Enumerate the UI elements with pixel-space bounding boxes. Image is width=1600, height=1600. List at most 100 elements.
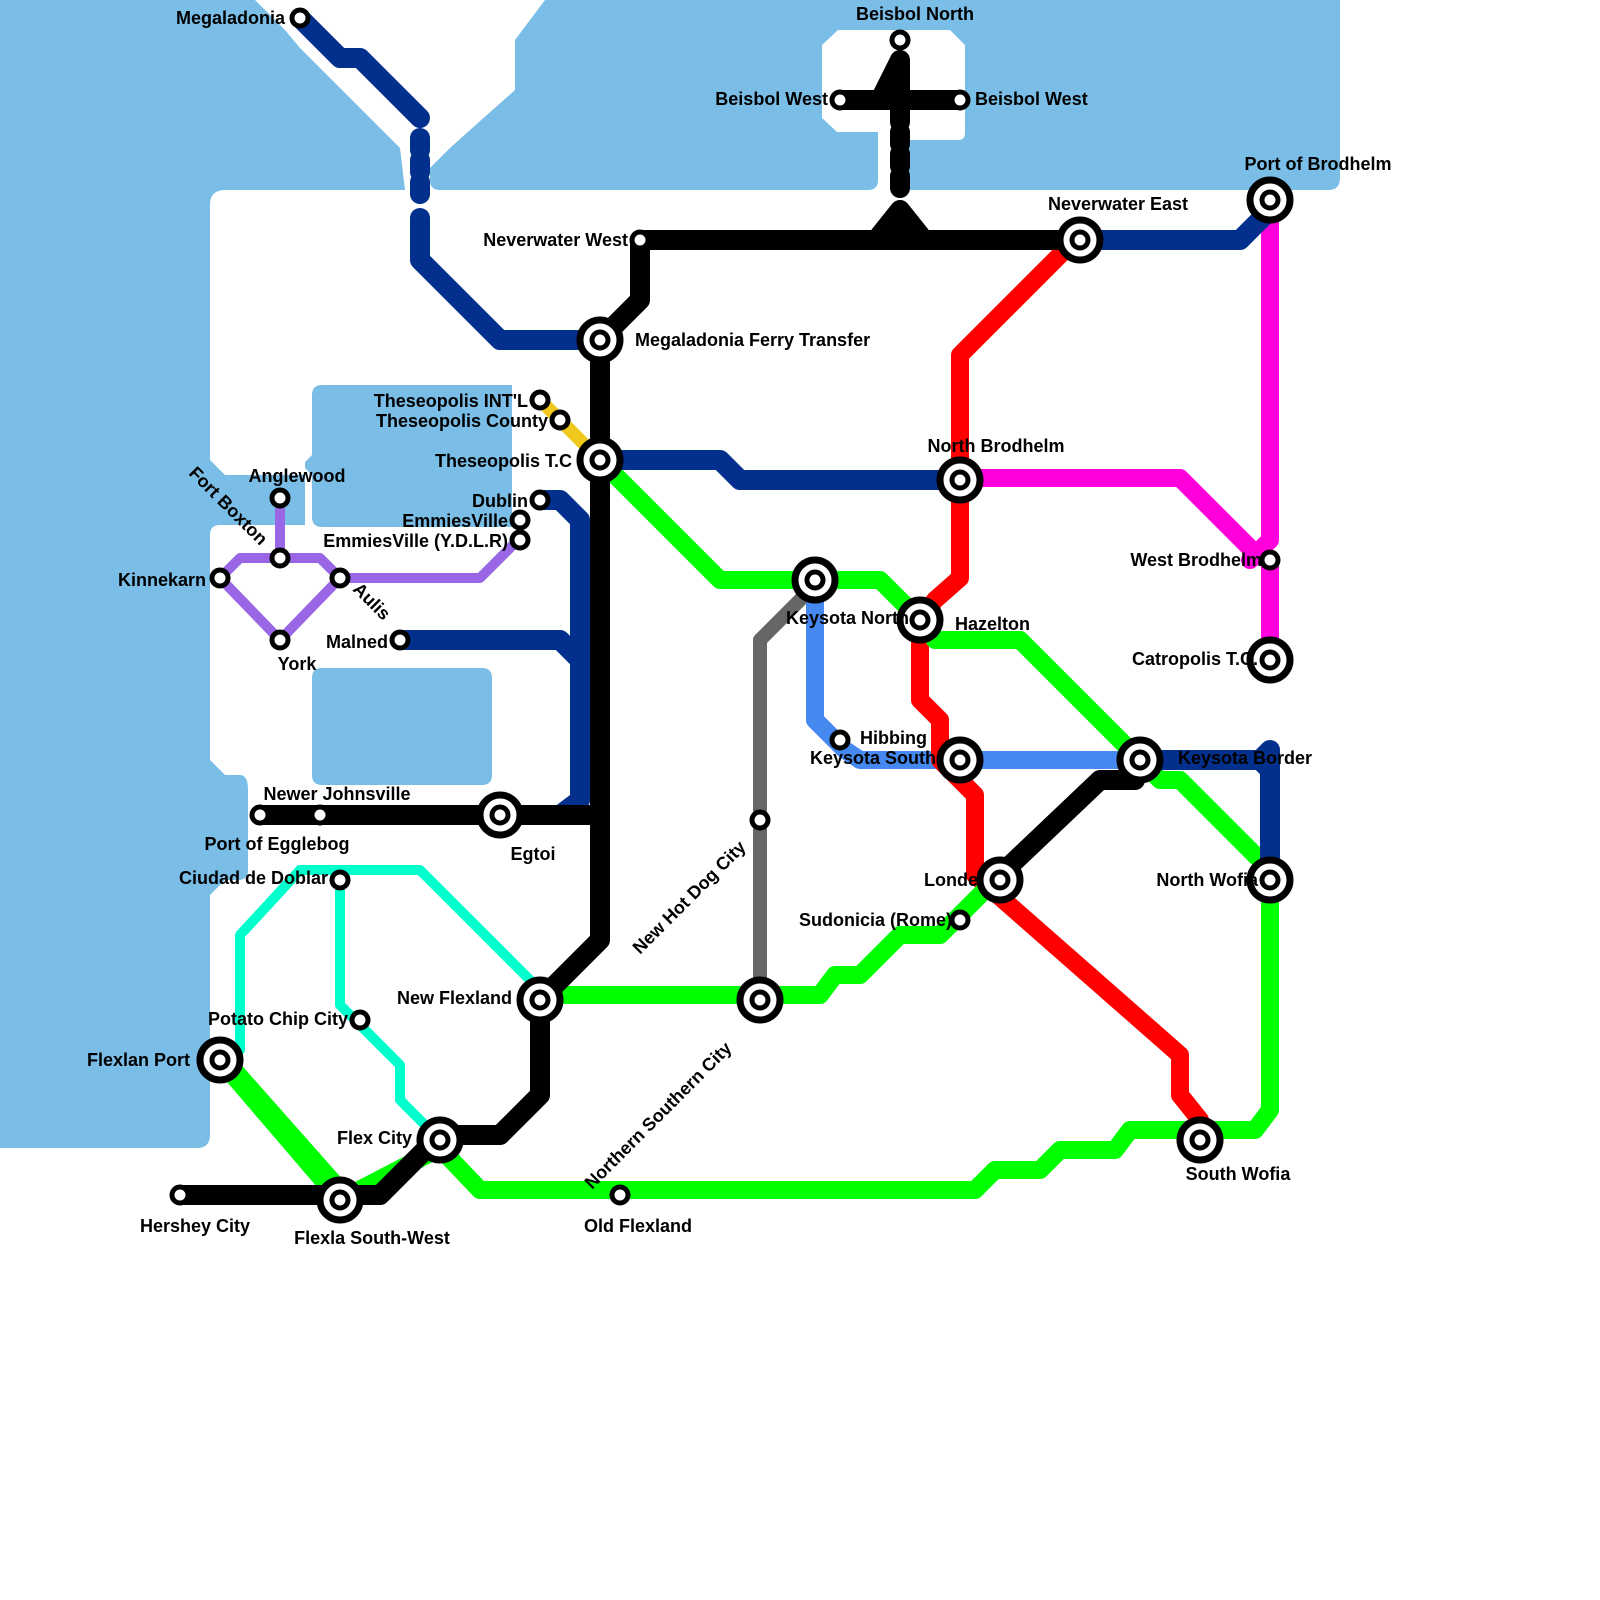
label-emmiesville[interactable]: EmmiesVille — [402, 511, 508, 531]
label-hibbing[interactable]: Hibbing — [860, 728, 927, 748]
station-marker[interactable]: Theseopolis County — [549, 409, 571, 431]
station-marker[interactable]: Hershey City — [169, 1184, 191, 1206]
label-sudonicia[interactable]: Sudonicia (Rome) — [799, 910, 952, 930]
station-marker[interactable]: Hibbing — [829, 729, 851, 751]
station-marker[interactable]: Ciudad de Doblar — [329, 869, 351, 891]
label-port-of-brodhelm[interactable]: Port of Brodhelm — [1245, 154, 1392, 174]
station-marker[interactable]: West Brodhelm — [1259, 549, 1281, 571]
interchange-station-marker[interactable]: South Wofia — [1176, 1116, 1224, 1164]
interchange-station-marker[interactable]: Neverwater East — [1056, 216, 1104, 264]
station-marker[interactable]: Beisbol West — [829, 89, 851, 111]
station-marker[interactable]: Fort Boxton — [269, 547, 291, 569]
station-marker[interactable]: Beisbol West — [949, 89, 971, 111]
label-ciudad-de-doblar[interactable]: Ciudad de Doblar — [179, 868, 328, 888]
interchange-station-marker[interactable]: Keysota South — [936, 736, 984, 784]
station-marker[interactable]: EmmiesVille — [509, 509, 531, 531]
station-marker[interactable]: York — [269, 629, 291, 651]
label-beisbol-north[interactable]: Beisbol North — [856, 4, 974, 24]
label-theseopolis-county[interactable]: Theseopolis County — [376, 411, 548, 431]
label-emmiesville-ydlr[interactable]: EmmiesVille (Y.D.L.R) — [323, 531, 508, 551]
label-anglewood[interactable]: Anglewood — [249, 466, 346, 486]
station-marker[interactable]: Beisbol North — [889, 29, 911, 51]
station-inner-ring — [909, 609, 931, 631]
label-theseopolis-intl[interactable]: Theseopolis INT'L — [374, 391, 528, 411]
label-kinnekarn[interactable]: Kinnekarn — [118, 570, 206, 590]
label-catropolis-tc[interactable]: Catropolis T.C. — [1132, 649, 1258, 669]
label-keysota-north[interactable]: Keysota North — [786, 608, 909, 628]
label-york[interactable]: York — [278, 654, 318, 674]
interchange-station-marker[interactable]: North Wofia — [1246, 856, 1294, 904]
station-marker[interactable]: Sudonicia (Rome) — [949, 909, 971, 931]
label-potato-chip-city[interactable]: Potato Chip City — [208, 1009, 348, 1029]
label-neverwater-east[interactable]: Neverwater East — [1048, 194, 1188, 214]
label-newer-johnsville[interactable]: Newer Johnsville — [263, 784, 410, 804]
interchange-station-marker[interactable]: Hazelton — [896, 596, 944, 644]
label-dublin[interactable]: Dublin — [472, 491, 528, 511]
station-marker[interactable]: Port of Egglebog — [249, 804, 271, 826]
interchange-station-marker[interactable]: Londe — [976, 856, 1024, 904]
label-north-brodhelm[interactable]: North Brodhelm — [928, 436, 1065, 456]
interchange-station-marker[interactable]: Egtoi — [476, 791, 524, 839]
station-marker[interactable]: Old Flexland — [609, 1184, 631, 1206]
interchange-station-marker[interactable]: Port of Brodhelm — [1246, 176, 1294, 224]
station-ring — [609, 1184, 631, 1206]
label-theseopolis-tc[interactable]: Theseopolis T.C — [435, 451, 572, 471]
station-marker[interactable]: Kinnekarn — [209, 567, 231, 589]
interchange-station-marker[interactable]: North Brodhelm — [936, 456, 984, 504]
label-megaladonia[interactable]: Megaladonia — [176, 8, 286, 28]
station-marker[interactable]: Malned — [389, 629, 411, 651]
label-north-wofia[interactable]: North Wofia — [1156, 870, 1259, 890]
station-marker[interactable]: Dublin — [529, 489, 551, 511]
station-marker[interactable]: Potato Chip City — [349, 1009, 371, 1031]
label-flexlan-port[interactable]: Flexlan Port — [87, 1050, 190, 1070]
station-inner-ring — [989, 869, 1011, 891]
interchange-station-marker[interactable]: Northern Southern City — [736, 976, 784, 1024]
line-aqua[interactable] — [235, 865, 545, 1130]
interchange-station-marker[interactable]: Theseopolis T.C — [576, 436, 624, 484]
station-marker[interactable]: EmmiesVille (Y.D.L.R) — [509, 529, 531, 551]
label-megaladonia-ferry[interactable]: Megaladonia Ferry Transfer — [635, 330, 870, 350]
station-ring — [629, 229, 651, 251]
label-west-brodhelm[interactable]: West Brodhelm — [1130, 550, 1262, 570]
label-south-wofia[interactable]: South Wofia — [1186, 1164, 1292, 1184]
line-black[interactable] — [170, 50, 1145, 1205]
label-londe[interactable]: Londe — [924, 870, 978, 890]
station-marker[interactable]: Anglewood — [269, 487, 291, 509]
interchange-station-marker[interactable]: Keysota Border — [1116, 736, 1164, 784]
label-northern-southern-city[interactable]: Northern Southern City — [581, 1038, 736, 1193]
label-keysota-south[interactable]: Keysota South — [810, 748, 936, 768]
station-marker[interactable]: Megaladonia — [289, 7, 311, 29]
interchange-station-marker[interactable]: Flexla South-West — [316, 1176, 364, 1224]
label-hazelton[interactable]: Hazelton — [955, 614, 1030, 634]
label-egtoi[interactable]: Egtoi — [511, 844, 556, 864]
station-marker[interactable]: Theseopolis INT'L — [529, 389, 551, 411]
label-beisbol-west-2[interactable]: Beisbol West — [975, 89, 1088, 109]
station-marker[interactable]: Newer Johnsville — [309, 804, 331, 826]
line-green[interactable] — [211, 451, 1279, 1209]
station-marker[interactable]: New Hot Dog City — [749, 809, 771, 831]
label-beisbol-west-1[interactable]: Beisbol West — [715, 89, 828, 109]
interchange-station-marker[interactable]: Megaladonia Ferry Transfer — [576, 316, 624, 364]
label-neverwater-west[interactable]: Neverwater West — [483, 230, 628, 250]
label-port-of-egglebog[interactable]: Port of Egglebog — [205, 834, 350, 854]
label-flexla-south-west[interactable]: Flexla South-West — [294, 1228, 450, 1248]
line-green-flexlan[interactable] — [216, 1051, 349, 1199]
label-new-flexland[interactable]: New Flexland — [397, 988, 512, 1008]
label-new-hot-dog-city[interactable]: New Hot Dog City — [629, 837, 750, 958]
label-old-flexland[interactable]: Old Flexland — [584, 1216, 692, 1236]
station-marker[interactable]: Neverwater West — [629, 229, 651, 251]
line-navy[interactable] — [290, 8, 1280, 890]
interchange-station-marker[interactable]: Keysota North — [791, 556, 839, 604]
station-marker[interactable]: Aulis — [329, 567, 351, 589]
label-keysota-border[interactable]: Keysota Border — [1178, 748, 1312, 768]
label-flex-city[interactable]: Flex City — [337, 1128, 412, 1148]
line-magenta[interactable] — [951, 191, 1279, 667]
label-hershey-city[interactable]: Hershey City — [140, 1216, 250, 1236]
interchange-station-marker[interactable]: New Flexland — [516, 976, 564, 1024]
interchange-station-marker[interactable]: Catropolis T.C. — [1246, 636, 1294, 684]
label-malned[interactable]: Malned — [326, 632, 388, 652]
interchange-station-marker[interactable]: Flex City — [416, 1116, 464, 1164]
label-aulis[interactable]: Aulis — [349, 579, 394, 624]
interchange-station-marker[interactable]: Flexlan Port — [196, 1036, 244, 1084]
line-red[interactable] — [911, 231, 1209, 1129]
